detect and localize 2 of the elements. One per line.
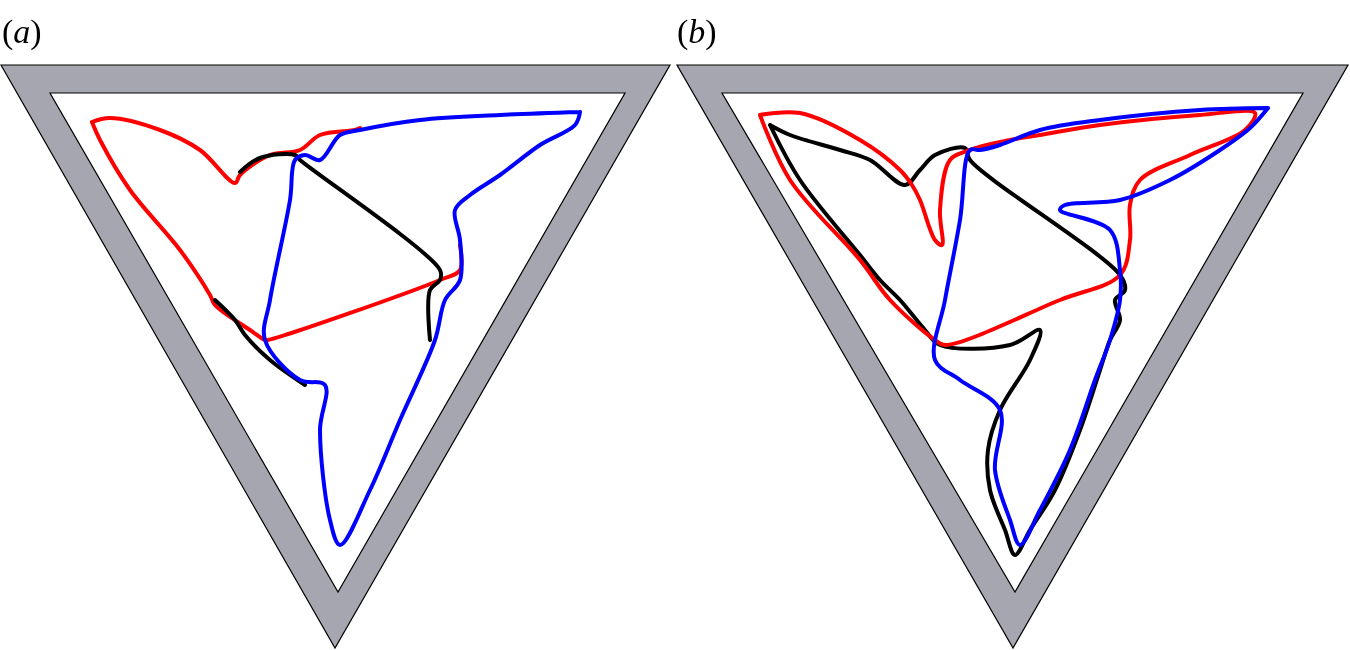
panel-label: (a) (2, 15, 42, 49)
panel-label: (b) (677, 15, 717, 49)
